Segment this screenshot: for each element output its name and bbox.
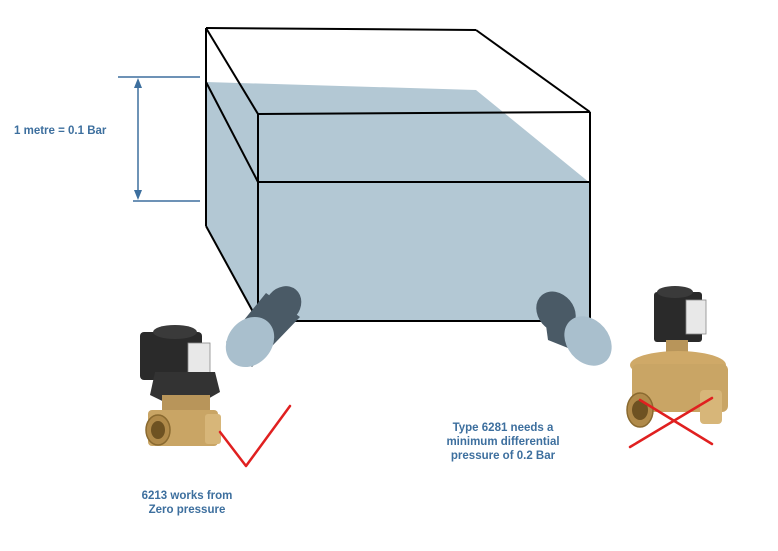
valve-6213-caption-line1: 6213 works from (141, 490, 233, 502)
right-outlet-pipe (536, 291, 612, 366)
tank-outline (205, 27, 591, 322)
valve-6281-caption-line2: minimum differential (446, 436, 560, 448)
height-dimension (118, 76, 200, 202)
valve-6213-caption: 6213 works from Zero pressure (112, 489, 262, 517)
valve-6281-caption-line3: pressure of 0.2 Bar (450, 450, 556, 462)
valve-6281-image (626, 286, 728, 428)
water-volume (206, 82, 590, 321)
valve-6281-caption-line1: Type 6281 needs a (452, 422, 554, 434)
valve-6213-caption-line2: Zero pressure (148, 504, 226, 516)
height-pressure-text: 1 metre = 0.1 Bar (14, 125, 107, 137)
check-mark (218, 404, 292, 468)
left-outlet-pipe (225, 286, 302, 368)
valve-6281-caption: Type 6281 needs a minimum differential p… (418, 421, 588, 463)
valve-6213-image (140, 325, 221, 446)
height-pressure-label: 1 metre = 0.1 Bar (14, 124, 106, 138)
cross-mark (628, 396, 714, 449)
